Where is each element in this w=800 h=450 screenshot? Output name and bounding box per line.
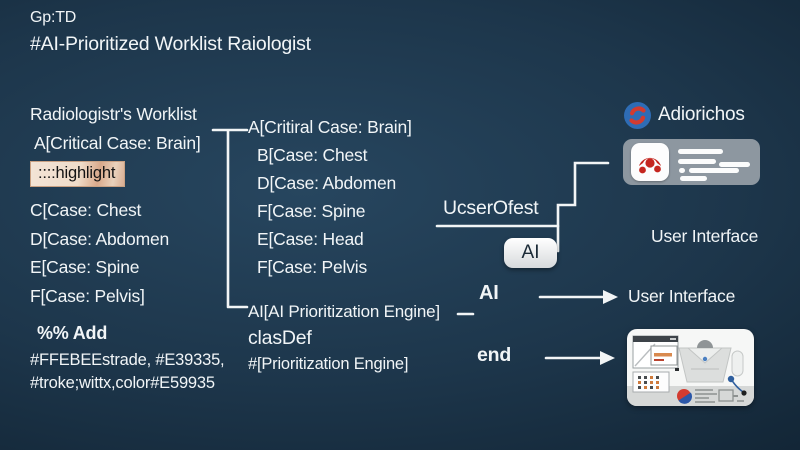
ai-chip: AI [504,238,557,268]
user-interface-label-top: User Interface [651,226,759,246]
engine-ref-line: #[Prioritization Engine] [248,355,409,373]
worklist-item: D[Case: Abdomen [30,228,170,249]
card-text-line [719,162,750,167]
card-text-line [689,168,739,173]
user-node-label: UcserOfest [443,197,539,219]
worklist-panel: Radiologistr's Worklist A[Critical Case:… [30,104,225,395]
worklist-item: E[Case: Spine [30,257,140,277]
worklist-critical-item: A[Critical Case: Brain] [34,133,201,153]
user-interface-label-mid: User Interface [628,286,736,306]
card-text-line [678,149,723,154]
radiology-workstation-illustration [627,329,754,406]
brand-name: Adiorichos [658,104,745,125]
page-title: #AI-Prioritized Worklist Raiologist [30,33,311,55]
note-line: %% Add [37,323,108,343]
engine-line: AI[AI Prioritization Engine] [248,302,440,321]
card-text-line [678,159,716,164]
code-bracket-line [211,128,249,309]
slide-pretitle: Gp:TD [30,9,77,26]
app-card [623,139,760,185]
style-notes: %% Add #FFEBEEstrade, #E39335, #troke;wi… [30,323,225,395]
code-case: D[Case: Abdomen [257,173,397,193]
end-arrow-head [600,351,615,365]
code-case: F[Case: Pelvis [257,257,368,277]
radiology-mask-icon [631,143,669,181]
ai-arrow-head [603,290,618,304]
code-case: F[Case: Spine [257,201,366,221]
classdef-line: clasDef [248,327,312,349]
card-text-line [679,168,685,173]
swirl-refresh-icon [624,102,651,129]
worklist-item: C[Case: Chest [30,200,142,220]
code-panel: A[Critiral Case: Brain] B[Case: Chest D[… [248,113,440,377]
ai-flow-label: AI [479,282,499,304]
flow-step-line [556,161,610,253]
card-text-line [680,176,707,181]
code-case: E[Case: Head [257,229,364,249]
highlight-tag: ::::highlight [30,161,126,187]
note-line: #FFEBEEstrade, #E39335, [30,351,225,369]
code-case: B[Case: Chest [257,145,368,165]
code-case: A[Critiral Case: Brain] [248,117,412,137]
worklist-item: F[Case: Pelvis] [30,285,145,306]
worklist-title: Radiologistr's Worklist [30,104,197,124]
end-flow-label: end [477,344,512,366]
note-line: #troke;wittx,color#E59935 [30,374,215,392]
